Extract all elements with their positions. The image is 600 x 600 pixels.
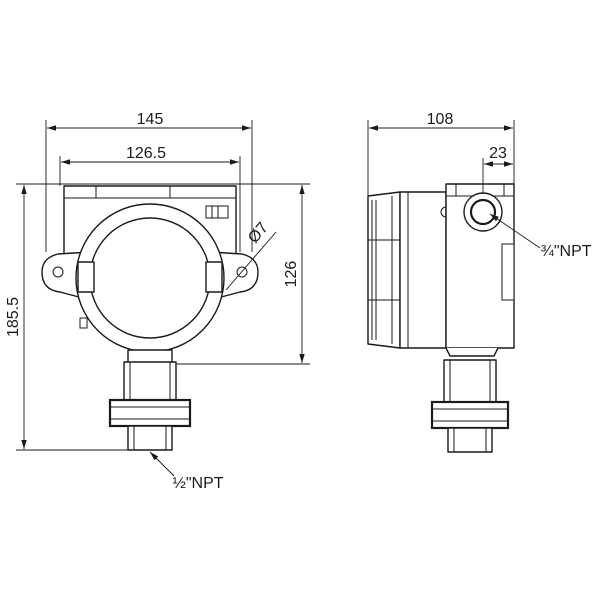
dim-label-185-5: 185.5 [5, 297, 22, 337]
dim-label-23: 23 [489, 145, 507, 162]
left-mounting-hole [52, 266, 64, 278]
port-label-bottom: ½"NPT [172, 475, 223, 492]
side-main-body [399, 191, 447, 349]
side-neck [443, 359, 497, 403]
side-hex-nut [430, 400, 510, 430]
side-cover [367, 191, 401, 349]
dim-leader-hole [225, 231, 277, 291]
port-leader-bottom [149, 451, 175, 477]
right-mounting-hole [236, 266, 248, 278]
front-dimensions: 145 126.5 185.5 126 Ø7 ½"NPT [5, 111, 310, 492]
side-threaded-stub [447, 427, 493, 453]
port-label-side: ¾"NPT [540, 243, 591, 260]
front-view [41, 185, 259, 451]
side-view [367, 183, 515, 453]
side-dimensions: 108 23 ¾"NPT [367, 111, 592, 260]
dim-label-108: 108 [427, 111, 454, 128]
front-threaded-stub [127, 425, 173, 451]
dim-label-126: 126 [283, 261, 300, 288]
dim-label-hole: Ø7 [245, 219, 272, 246]
port-leader-side [489, 213, 541, 249]
dim-label-145: 145 [137, 111, 164, 128]
front-hex-nut [108, 398, 192, 428]
dim-label-126-5: 126.5 [126, 145, 166, 162]
front-outer-cover [75, 203, 225, 353]
side-port-boss-inner [469, 198, 497, 226]
